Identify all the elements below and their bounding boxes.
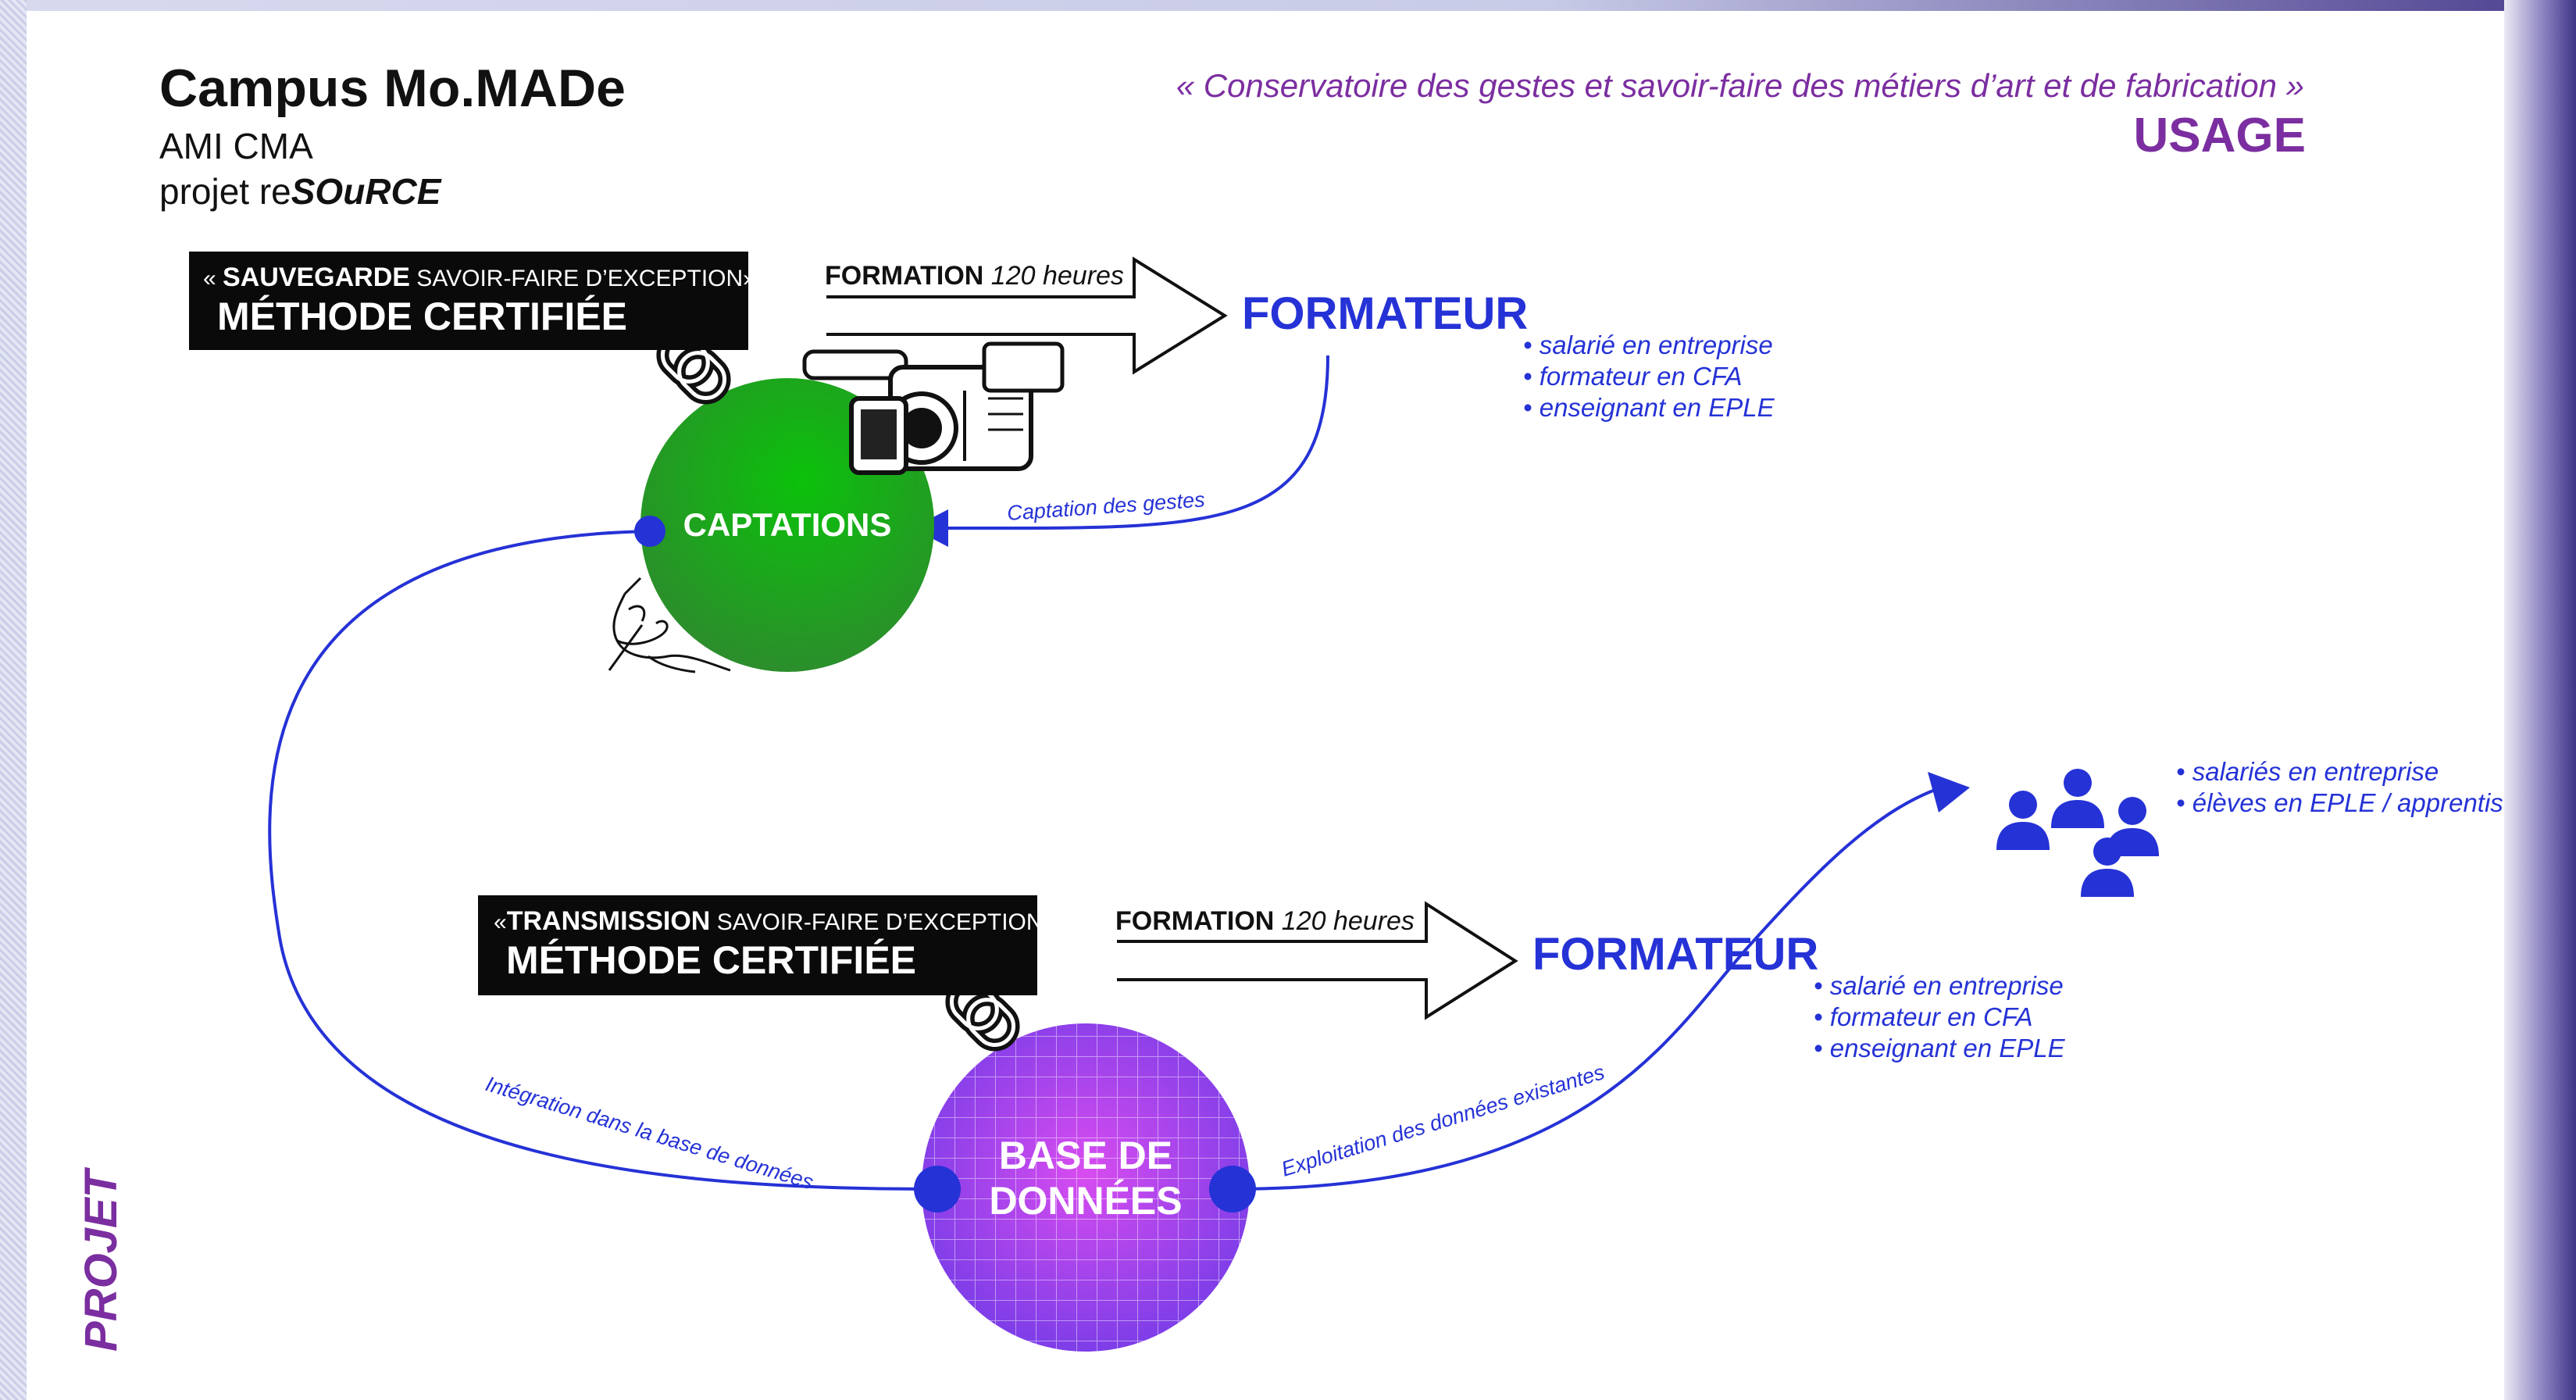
transmission-method-box: «TRANSMISSION SAVOIR-FAIRE D’EXCEPTION» … — [478, 895, 1056, 995]
list-item: • enseignant en EPLE — [1523, 393, 1775, 422]
list-item: • formateur en CFA — [1523, 362, 1743, 391]
database-grid-texture — [922, 1023, 1250, 1352]
frame-top-border — [0, 0, 2576, 11]
sauvegarde-box-line2: MÉTHODE CERTIFIÉE — [217, 295, 628, 338]
captations-label: CAPTATIONS — [683, 506, 892, 543]
database-label: BASE DE DONNÉES — [969, 1133, 1203, 1223]
exploitation-arrowhead — [1928, 772, 1970, 812]
list-item: • formateur en CFA — [1814, 1002, 2033, 1031]
transmission-box-line2: MÉTHODE CERTIFIÉE — [506, 938, 917, 982]
exploitation-curve — [1232, 788, 1938, 1191]
formation-arrow-top — [826, 256, 1228, 375]
projet-side-label: PROJET — [76, 1170, 127, 1352]
video-camera-icon — [802, 341, 1065, 475]
edge-label-captation: Captation des gestes — [1006, 488, 1205, 525]
dot-captations — [634, 516, 665, 547]
list-item: • salarié en entreprise — [1523, 330, 1773, 359]
page-title: Campus Mo.MADe — [159, 59, 626, 118]
database-label-line1: BASE DE — [998, 1134, 1173, 1177]
sauvegarde-box-line1: « SAUVEGARDE SAVOIR-FAIRE D’EXCEPTION» — [203, 262, 756, 292]
frame-right-border — [2504, 0, 2576, 1400]
list-item: • salariés en entreprise — [2176, 757, 2439, 786]
formation-label-bottom: FORMATION 120 heures — [1115, 906, 1415, 936]
sauvegarde-method-box: « SAUVEGARDE SAVOIR-FAIRE D’EXCEPTION» M… — [189, 252, 756, 350]
edge-label-integration: Intégration dans la base de données — [483, 1072, 816, 1194]
list-item: • élèves en EPLE / apprentis — [2176, 788, 2503, 817]
subtitle-ami: AMI CMA — [159, 126, 313, 166]
subtitle-projet-prefix: projet re — [159, 171, 291, 212]
transmission-box-line1: «TRANSMISSION SAVOIR-FAIRE D’EXCEPTION» — [494, 906, 1057, 936]
formateur-top-label: FORMATEUR — [1242, 288, 1529, 339]
formateur-bottom-label: FORMATEUR — [1532, 929, 1819, 980]
dot-database-left — [914, 1166, 961, 1212]
formation-label-top: FORMATION 120 heures — [825, 261, 1124, 291]
tagline: « Conservatoire des gestes et savoir-fai… — [1176, 67, 2304, 104]
usage-label: USAGE — [2133, 109, 2306, 162]
frame-left-border — [0, 0, 27, 1400]
integration-curve — [268, 530, 938, 1191]
edge-label-exploitation: Exploitation des données existantes — [1279, 1060, 1607, 1181]
dot-database-right — [1209, 1166, 1256, 1212]
brand-source: SOuRCE — [291, 171, 441, 212]
list-item: • salarié en entreprise — [1814, 971, 2064, 1000]
subtitle-projet: projet reSOuRCE — [159, 170, 441, 212]
formateur-top-list: • salarié en entreprise • formateur en C… — [1523, 330, 1775, 423]
formation-arrow-bottom — [1117, 901, 1518, 1020]
formateur-bottom-list: • salarié en entreprise • formateur en C… — [1814, 970, 2065, 1064]
hand-drawing-icon — [608, 577, 731, 673]
captation-gestes-curve — [937, 355, 1329, 530]
people-icon — [1996, 769, 2159, 897]
database-label-line2: DONNÉES — [989, 1179, 1183, 1223]
list-item: • enseignant en EPLE — [1814, 1034, 2065, 1062]
audience-list: • salariés en entreprise • élèves en EPL… — [2176, 756, 2503, 819]
